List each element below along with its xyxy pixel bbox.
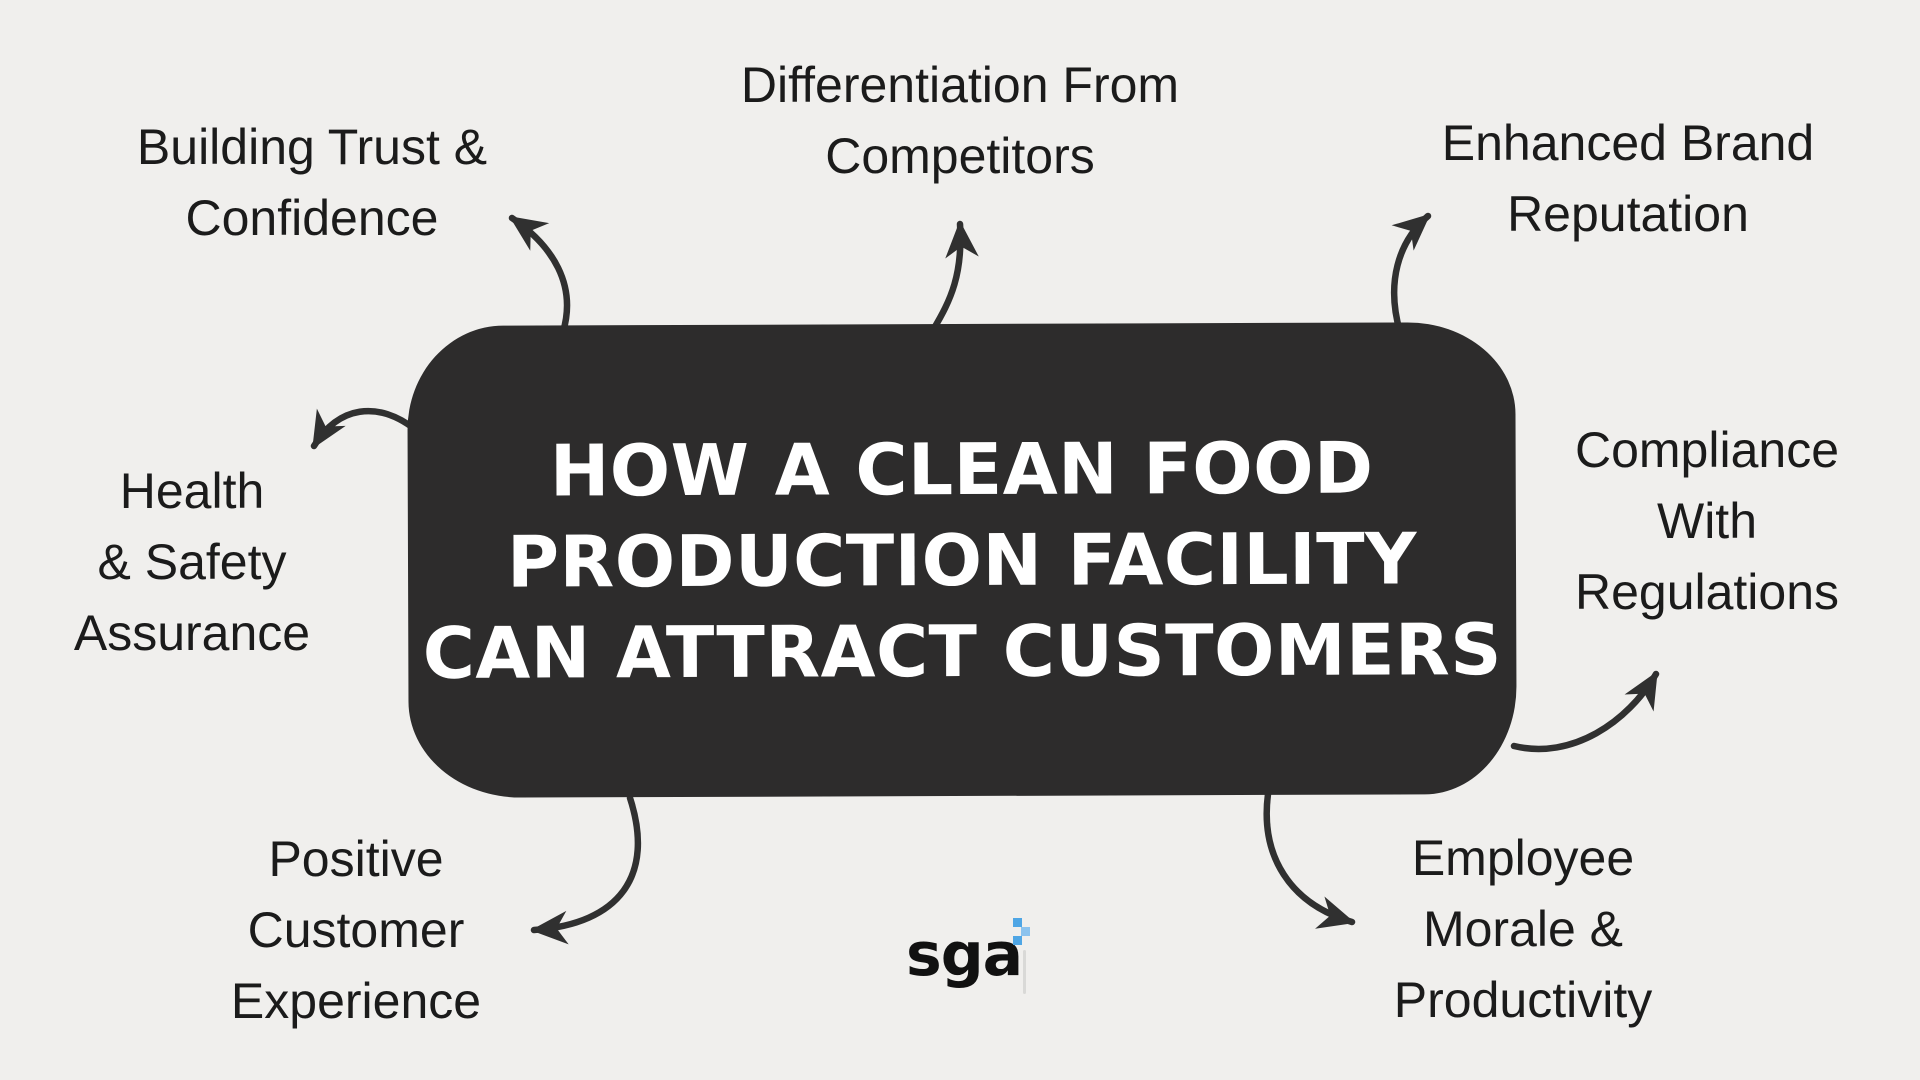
title-line-1: HOW A CLEAN FOOD: [549, 426, 1374, 512]
benefit-positive-customer-experience: Positive Customer Experience: [166, 824, 546, 1037]
benefit-line: Health: [119, 463, 265, 519]
benefit-line: Compliance: [1574, 422, 1839, 478]
arrow-positive-customer: [530, 794, 642, 945]
benefit-line: Experience: [230, 973, 482, 1029]
benefit-line: Employee: [1411, 830, 1635, 886]
benefit-line: Reputation: [1507, 186, 1749, 242]
benefit-building-trust-confidence: Building Trust & Confidence: [62, 112, 562, 254]
arrow-compliance: [1510, 670, 1660, 753]
benefit-line: Enhanced Brand: [1441, 115, 1815, 171]
benefit-line: Building Trust &: [136, 119, 488, 175]
arrow-employee-morale: [1263, 790, 1356, 929]
benefit-line: Customer: [247, 902, 465, 958]
benefit-line: With: [1657, 493, 1757, 549]
benefit-line: & Safety: [97, 534, 287, 590]
benefit-compliance-with-regulations: Compliance With Regulations: [1532, 415, 1882, 628]
title-line-3: CAN ATTRACT CUSTOMERS: [422, 607, 1503, 695]
benefit-enhanced-brand-reputation: Enhanced Brand Reputation: [1378, 108, 1878, 250]
benefit-differentiation-from-competitors: Differentiation From Competitors: [660, 50, 1260, 192]
benefit-line: Assurance: [73, 605, 311, 661]
logo-text: sga: [906, 920, 1023, 990]
logo-pixel-icon: [1013, 936, 1022, 945]
benefit-line: Regulations: [1574, 564, 1840, 620]
logo-cursor-mark: [1023, 950, 1026, 994]
arrow-building-trust: [508, 214, 571, 336]
benefit-line: Productivity: [1393, 972, 1653, 1028]
page-title: HOW A CLEAN FOOD PRODUCTION FACILITY CAN…: [422, 422, 1502, 699]
logo-pixel-icon: [1021, 927, 1030, 936]
benefit-line: Differentiation From: [740, 57, 1180, 113]
benefit-health-safety-assurance: Health & Safety Assurance: [17, 456, 367, 669]
benefit-line: Positive: [268, 831, 444, 887]
center-box: HOW A CLEAN FOOD PRODUCTION FACILITY CAN…: [407, 322, 1517, 798]
arrow-health-safety: [310, 407, 420, 450]
benefit-employee-morale-productivity: Employee Morale & Productivity: [1323, 823, 1723, 1036]
logo-pixel-icon: [1013, 918, 1022, 927]
benefit-line: Confidence: [185, 190, 439, 246]
benefit-line: Morale &: [1422, 901, 1624, 957]
arrow-differentiation: [929, 220, 979, 334]
title-line-2: PRODUCTION FACILITY: [506, 516, 1418, 604]
arrow-enhanced-brand: [1391, 212, 1432, 336]
benefit-line: Competitors: [825, 128, 1095, 184]
